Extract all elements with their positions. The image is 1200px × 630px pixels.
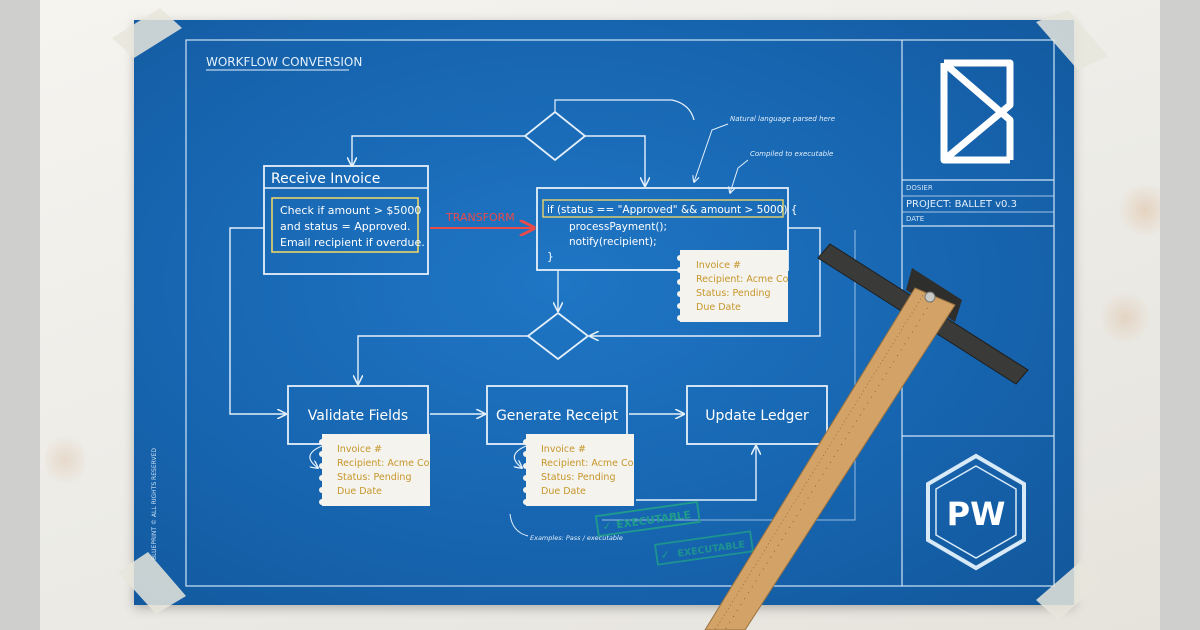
- code-highlight: [542, 199, 784, 218]
- decision-diamond-top: [523, 110, 587, 162]
- tape-corner: [1036, 562, 1102, 620]
- svg-text:Status: Pending: Status: Pending: [541, 472, 615, 483]
- svg-text:Status: Pending: Status: Pending: [696, 288, 770, 299]
- svg-text:✓: ✓: [660, 548, 671, 562]
- receive-line-3: Email recipient if overdue.: [280, 236, 425, 249]
- code-line-3: notify(recipient);: [569, 236, 657, 248]
- note-card-validate: Invoice # Recipient: Acme Co Status: Pen…: [319, 434, 430, 506]
- tape-corner: [1036, 10, 1108, 70]
- step-label-generate: Generate Receipt: [496, 408, 619, 424]
- annotation-examples: Examples: Pass / executable: [530, 534, 623, 542]
- receive-line-2: and status = Approved.: [280, 220, 410, 233]
- coffee-stain: [1100, 290, 1150, 345]
- project-label: PROJECT: BALLET v0.3: [906, 199, 1017, 210]
- drawing-title: WORKFLOW CONVERSION: [206, 55, 362, 69]
- code-line-4: }: [547, 251, 554, 263]
- code-box: [536, 187, 789, 271]
- step-label-validate: Validate Fields: [308, 408, 408, 424]
- svg-text:✓: ✓: [602, 519, 613, 533]
- title-block-small-top: DOSIER: [906, 184, 933, 192]
- svg-text:Recipient: Acme Co: Recipient: Acme Co: [541, 458, 634, 469]
- b-logo-icon: [940, 59, 1014, 164]
- code-line-1: if (status == "Approved" && amount > 500…: [547, 204, 797, 216]
- executable-stamp-1: ✓ EXECUTABLE: [594, 500, 701, 538]
- svg-text:Invoice #: Invoice #: [541, 444, 586, 455]
- tape-corner: [118, 552, 186, 614]
- natural-language-highlight: [271, 197, 419, 253]
- code-line-2: processPayment();: [569, 221, 667, 233]
- transform-label: TRANSFORM: [445, 211, 515, 224]
- executable-stamp-2: ✓ EXECUTABLE: [654, 530, 754, 566]
- svg-text:Due Date: Due Date: [696, 302, 741, 313]
- decision-diamond-middle: [526, 311, 590, 361]
- note-card-code: Invoice # Recipient: Acme Co Status: Pen…: [677, 250, 789, 322]
- annotation-compiled: Compiled to executable: [750, 150, 833, 158]
- step-box-update: [686, 385, 828, 445]
- annotation-natural: Natural language parsed here: [730, 115, 835, 123]
- svg-text:Due Date: Due Date: [337, 486, 382, 497]
- svg-text:Status: Pending: Status: Pending: [337, 472, 411, 483]
- left-edge-strip: [0, 0, 40, 630]
- step-label-update: Update Ledger: [705, 408, 809, 424]
- title-block-small-bottom: DATE: [906, 215, 924, 223]
- receive-invoice-header: Receive Invoice: [271, 171, 380, 187]
- tape-corner: [112, 8, 182, 58]
- svg-text:Invoice #: Invoice #: [696, 260, 741, 271]
- svg-text:Recipient: Acme Co: Recipient: Acme Co: [696, 274, 789, 285]
- svg-text:Due Date: Due Date: [541, 486, 586, 497]
- receive-invoice-box: [263, 165, 429, 275]
- side-vertical-text: BLUEPRINT © ALL RIGHTS RESERVED: [151, 448, 158, 560]
- svg-text:Invoice #: Invoice #: [337, 444, 382, 455]
- drawing-border: [185, 39, 1055, 587]
- t-square-ruler: [704, 243, 1029, 630]
- pw-hex-logo: PW: [926, 453, 1026, 571]
- coffee-stain: [45, 430, 85, 490]
- note-card-generate: Invoice # Recipient: Acme Co Status: Pen…: [523, 434, 634, 506]
- right-edge-strip: [1160, 0, 1200, 630]
- receive-line-1: Check if amount > $5000: [280, 204, 421, 217]
- svg-text:Recipient: Acme Co: Recipient: Acme Co: [337, 458, 430, 469]
- pw-logo-text: PW: [947, 495, 1006, 533]
